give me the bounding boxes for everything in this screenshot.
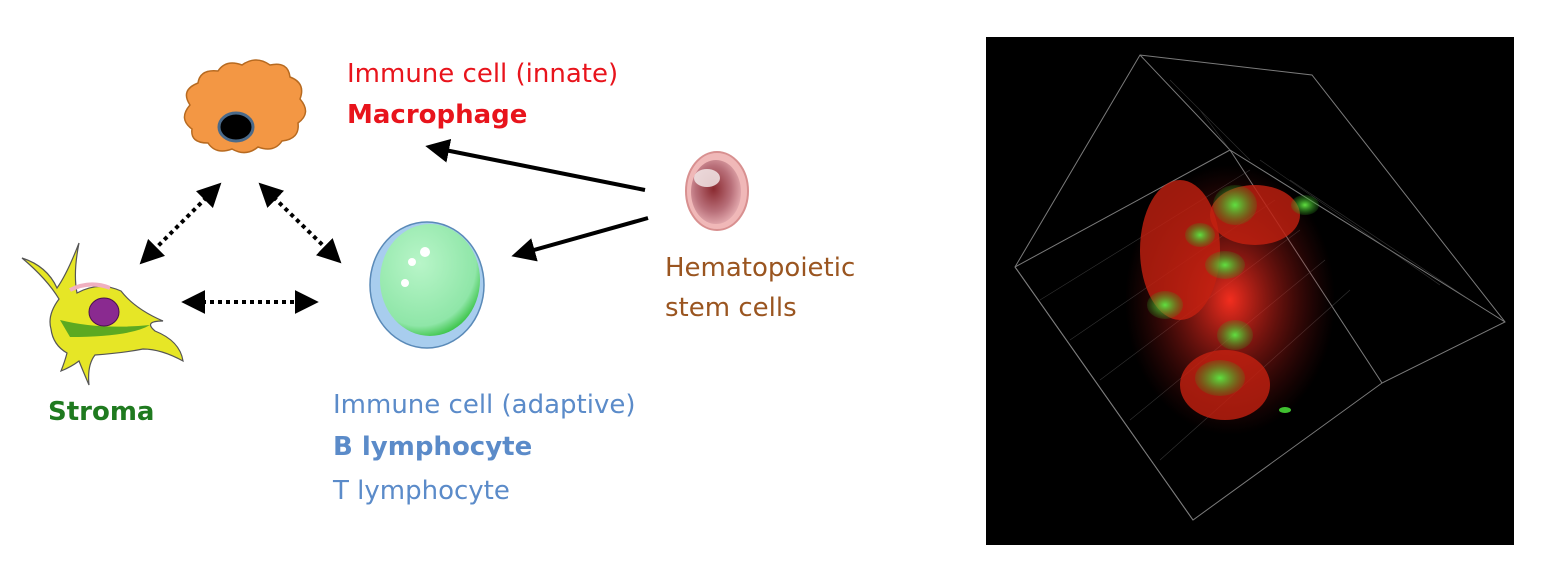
lymphocyte-icon <box>369 221 485 349</box>
hsc-label-line2: stem cells <box>665 293 797 323</box>
stroma-cell-icon <box>21 242 184 386</box>
innate-title: Immune cell (innate) <box>347 59 618 89</box>
adaptive-title: Immune cell (adaptive) <box>333 390 636 420</box>
b-lymphocyte-label: B lymphocyte <box>333 432 532 462</box>
t-lymphocyte-label: T lymphocyte <box>332 476 510 506</box>
dotted-arrow-macrophage-lymphocyte <box>258 182 342 264</box>
dotted-arrow-macrophage-stroma <box>139 182 222 265</box>
macrophage-icon <box>183 59 307 154</box>
hematopoietic-stem-cell-icon <box>685 151 749 231</box>
arrow-hsc-to-macrophage <box>425 138 646 192</box>
arrow-hsc-to-lymphocyte <box>511 216 649 262</box>
stroma-label: Stroma <box>48 397 154 427</box>
3d-microscopy-image <box>986 37 1514 545</box>
macrophage-label: Macrophage <box>347 100 527 130</box>
hsc-label-line1: Hematopoietic <box>665 253 855 283</box>
